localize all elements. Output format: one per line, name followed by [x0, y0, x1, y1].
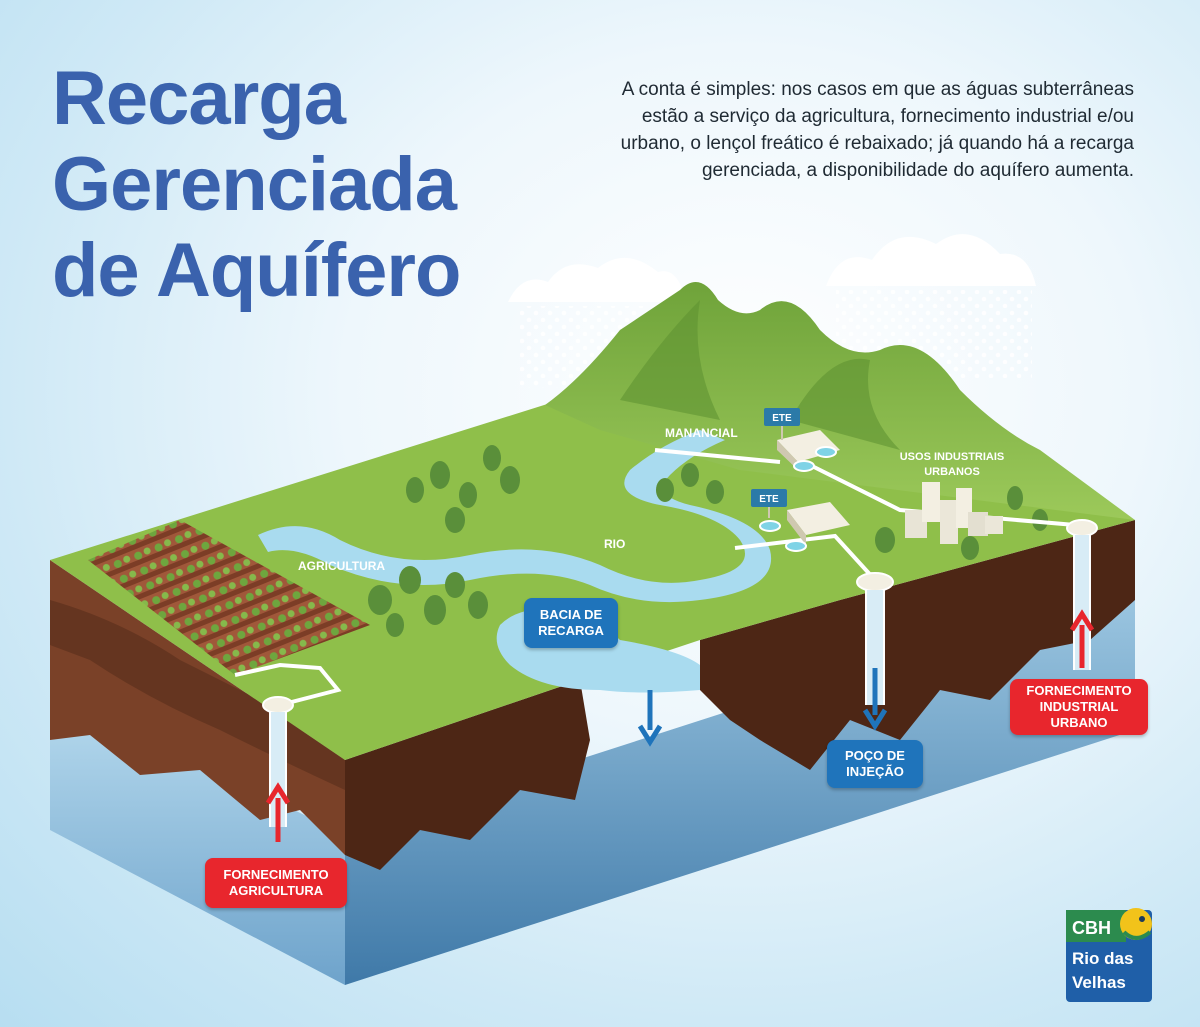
- arrow-down-injection-icon: [862, 668, 888, 731]
- trees-icon: [368, 445, 1048, 637]
- tag-bacia-de-recarga: BACIA DE RECARGA: [524, 598, 618, 648]
- logo-cbh: CBH: [1072, 918, 1111, 938]
- arrow-down-basin-icon: [637, 690, 663, 747]
- label-ete-bottom: ETE: [759, 494, 779, 505]
- river: [258, 430, 772, 603]
- soil-front-left: [345, 680, 590, 870]
- arrow-up-agriculture-icon: [265, 782, 291, 842]
- label-rio: RIO: [604, 537, 625, 551]
- aquifer-water-left-face: [50, 690, 345, 985]
- ete-plant-top: [764, 408, 840, 472]
- label-usos-line-2: URBANOS: [924, 466, 980, 478]
- label-usos-line-1: USOS INDUSTRIAIS: [900, 451, 1005, 463]
- arrow-up-industrial-icon: [1069, 609, 1095, 668]
- soil-front-right: [700, 520, 1135, 770]
- industrial-supply-well: [1066, 519, 1098, 670]
- tag-fornecimento-industrial-urbano: FORNECIMENTO INDUSTRIAL URBANO: [1010, 679, 1148, 735]
- tag-poco-de-injecao: POÇO DE INJEÇÃO: [827, 740, 923, 788]
- title-line-3: de Aquífero: [52, 228, 461, 313]
- page-title: Recarga Gerenciada de Aquífero: [52, 56, 461, 314]
- injection-well: [856, 572, 894, 705]
- tag-fornecimento-agricultura: FORNECIMENTO AGRICULTURA: [205, 858, 347, 908]
- label-manancial: MANANCIAL: [665, 426, 738, 440]
- logo-rio-das: Rio das: [1072, 949, 1133, 968]
- title-line-2: Gerenciada: [52, 142, 457, 227]
- logo-velhas: Velhas: [1072, 973, 1126, 992]
- label-agricultura: AGRICULTURA: [298, 559, 385, 573]
- crop-field: [88, 520, 370, 675]
- cbh-rio-das-velhas-logo: CBH Rio das Velhas: [1066, 908, 1152, 1002]
- label-ete-top: ETE: [772, 413, 792, 424]
- title-line-1: Recarga: [52, 56, 346, 141]
- intro-paragraph: A conta é simples: nos casos em que as á…: [620, 79, 1134, 181]
- ete-plant-bottom: [751, 489, 850, 552]
- agriculture-supply-well: [262, 696, 294, 827]
- pipelines: [234, 448, 1076, 707]
- city-buildings-icon: [905, 482, 1003, 544]
